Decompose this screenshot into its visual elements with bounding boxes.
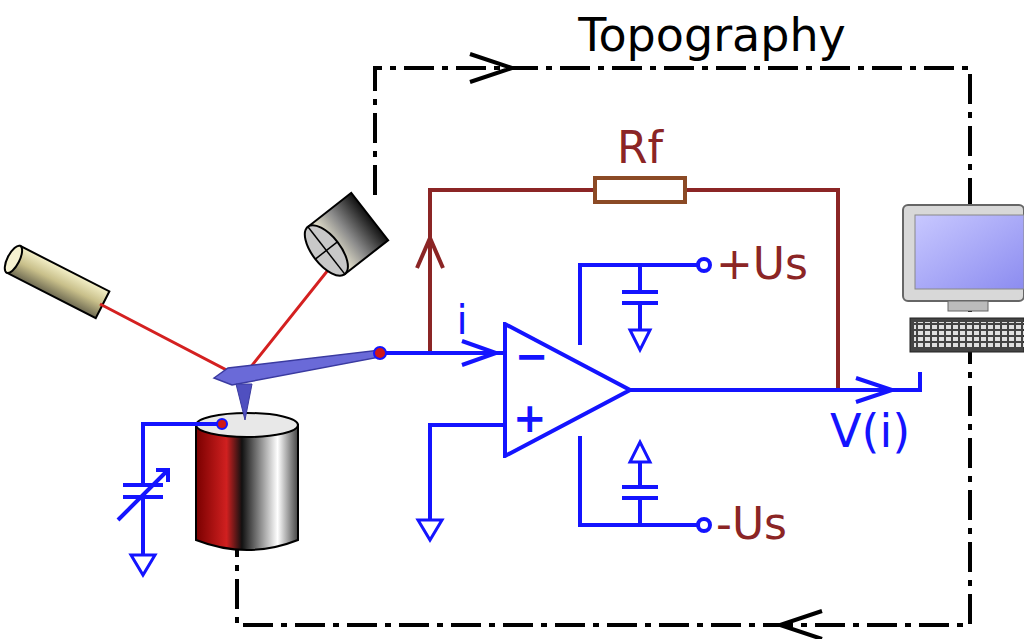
photodetector: [297, 193, 388, 283]
loop-title: Topography: [578, 12, 846, 58]
probe-dot: [374, 347, 386, 359]
feedback-wire: [417, 178, 838, 390]
loop-arrowheads: [470, 54, 822, 639]
supply-label: +Us: [716, 242, 808, 286]
supply-label: -Us: [716, 502, 787, 546]
op-amp: −+: [503, 322, 633, 458]
topography-loop: [237, 68, 970, 625]
cantilever: [214, 350, 380, 420]
contact-dot: [217, 419, 227, 429]
laser: [1, 243, 109, 318]
computer: [903, 205, 1024, 352]
input-wire: [380, 341, 503, 540]
noninverting-input-sign: +: [513, 398, 547, 438]
sample: [196, 413, 298, 550]
resistor-label: Rf: [617, 126, 663, 170]
current-label: i: [456, 300, 467, 340]
output-signal-label: V(i): [830, 408, 910, 454]
output-wire: [630, 372, 920, 402]
bias-wire: [118, 424, 222, 575]
inverting-input-sign: −: [515, 336, 549, 376]
